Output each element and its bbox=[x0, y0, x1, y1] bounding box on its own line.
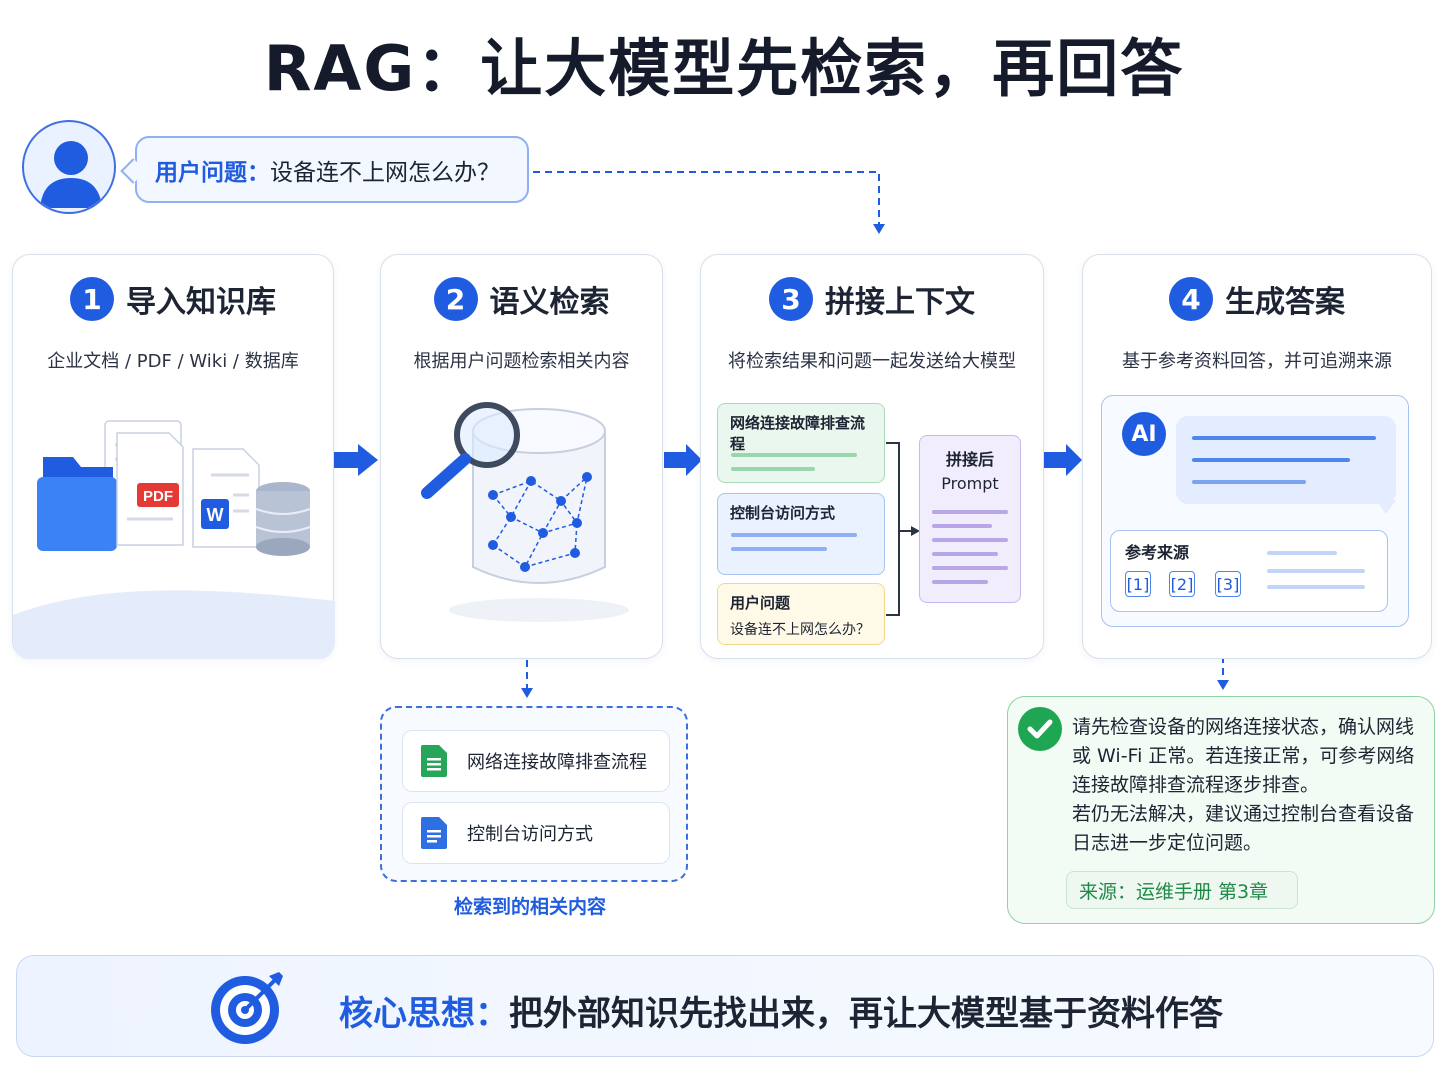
prompt-title-1: 拼接后 bbox=[945, 450, 994, 469]
ai-avatar-icon: AI bbox=[1122, 412, 1166, 456]
sheet-doc-icon bbox=[421, 745, 447, 777]
answer-text: 请先检查设备的网络连接状态，确认网线 或 Wi-Fi 正常。若连接正常，可参考网… bbox=[1072, 713, 1424, 858]
semantic-search-illustration bbox=[421, 402, 629, 622]
step-title-3: 拼接上下文 bbox=[825, 285, 975, 320]
context-question-text: 设备连不上网怎么办？ bbox=[730, 622, 870, 638]
step-title-1: 导入知识库 bbox=[126, 285, 276, 320]
answer-line: 或 Wi-Fi 正常。若连接正常，可参考网络 bbox=[1072, 745, 1415, 767]
step-title-2: 语义检索 bbox=[489, 285, 610, 320]
retrieved-item-1-label: 网络连接故障排查流程 bbox=[467, 752, 647, 773]
step-number-3: 3 bbox=[769, 277, 813, 321]
doc2-line bbox=[731, 547, 827, 551]
answer-line: 连接故障排查流程逐步排查。 bbox=[1072, 774, 1320, 796]
merge-bracket bbox=[886, 442, 920, 616]
combined-prompt: 拼接后 Prompt bbox=[919, 435, 1021, 603]
context-question-title: 用户问题 bbox=[730, 594, 791, 612]
retrieved-item-2: 控制台访问方式 bbox=[402, 802, 670, 864]
core-idea-banner: 核心思想：把外部知识先找出来，再让大模型基于资料作答 bbox=[16, 955, 1434, 1057]
user-avatar-icon bbox=[22, 120, 116, 214]
step-desc-3: 将检索结果和问题一起发送给大模型 bbox=[728, 351, 1016, 372]
retrieved-content-box: 网络连接故障排查流程 控制台访问方式 bbox=[380, 706, 688, 882]
check-icon bbox=[1018, 707, 1062, 751]
user-question-bubble: 用户问题： 设备连不上网怎么办？ bbox=[120, 136, 529, 203]
knowledge-base-illustration: PDF W bbox=[13, 420, 335, 659]
context-doc-2-title: 控制台访问方式 bbox=[730, 504, 836, 522]
step-card-1: 1 导入知识库 企业文档 / PDF / Wiki / 数据库 PDF W bbox=[12, 254, 335, 659]
answer-line: 若仍无法解决，建议通过控制台查看设备 bbox=[1072, 803, 1415, 825]
question-label: 用户问题： bbox=[155, 159, 270, 186]
final-answer-box: 请先检查设备的网络连接状态，确认网线 或 Wi-Fi 正常。若连接正常，可参考网… bbox=[1007, 696, 1435, 924]
step-card-2: 2 语义检索 根据用户问题检索相关内容 bbox=[380, 254, 663, 659]
word-label: W bbox=[207, 505, 224, 525]
answer-line: 请先检查设备的网络连接状态，确认网线 bbox=[1072, 716, 1415, 738]
pdf-label: PDF bbox=[143, 488, 173, 505]
retrieved-item-2-label: 控制台访问方式 bbox=[467, 824, 593, 845]
core-idea-label: 核心思想： bbox=[339, 994, 509, 1034]
doc1-line bbox=[731, 467, 815, 471]
step-number-4: 4 bbox=[1169, 277, 1213, 321]
step-desc-4: 基于参考资料回答，并可追溯来源 bbox=[1122, 351, 1392, 372]
core-idea-text: 核心思想：把外部知识先找出来，再让大模型基于资料作答 bbox=[339, 986, 1223, 1035]
question-text: 设备连不上网怎么办？ bbox=[270, 159, 500, 186]
context-doc-1-title: 网络连接故障排查流程 bbox=[730, 414, 866, 453]
step-card-4: 4 生成答案 基于参考资料回答，并可追溯来源 AI 参考来源 [1] [2] [… bbox=[1082, 254, 1432, 659]
answer-line: 日志进一步定位问题。 bbox=[1072, 832, 1263, 854]
retrieved-caption: 检索到的相关内容 bbox=[453, 896, 606, 918]
context-question: 用户问题 设备连不上网怎么办？ bbox=[717, 583, 885, 645]
step-number-2: 2 bbox=[433, 277, 478, 321]
retrieved-item-1: 网络连接故障排查流程 bbox=[402, 730, 670, 792]
step-desc-1: 企业文档 / PDF / Wiki / 数据库 bbox=[47, 351, 299, 372]
step-number-1: 1 bbox=[70, 277, 114, 321]
reference-link-1[interactable]: [1] bbox=[1125, 571, 1151, 597]
step-desc-2: 根据用户问题检索相关内容 bbox=[413, 351, 630, 372]
answer-window: AI 参考来源 [1] [2] [3] bbox=[1101, 395, 1409, 627]
core-idea-body: 把外部知识先找出来，再让大模型基于资料作答 bbox=[509, 994, 1223, 1034]
reference-link-3[interactable]: [3] bbox=[1215, 571, 1241, 597]
references-title: 参考来源 bbox=[1125, 543, 1190, 562]
ai-reply-bubble bbox=[1176, 416, 1396, 504]
doc2-line bbox=[731, 533, 857, 537]
doc1-line bbox=[731, 453, 857, 457]
target-icon bbox=[211, 972, 283, 1044]
prompt-title-2: Prompt bbox=[941, 474, 999, 493]
answer-source: 来源：运维手册 第3章 bbox=[1066, 871, 1298, 909]
page-title: RAG：让大模型先检索，再回答 bbox=[263, 32, 1185, 105]
reference-link-2[interactable]: [2] bbox=[1169, 571, 1195, 597]
text-doc-icon bbox=[421, 817, 447, 849]
step-title-4: 生成答案 bbox=[1225, 285, 1345, 320]
references-panel: 参考来源 [1] [2] [3] bbox=[1110, 530, 1388, 612]
step-card-3: 3 拼接上下文 将检索结果和问题一起发送给大模型 网络连接故障排查流程 控制台访… bbox=[700, 254, 1044, 659]
